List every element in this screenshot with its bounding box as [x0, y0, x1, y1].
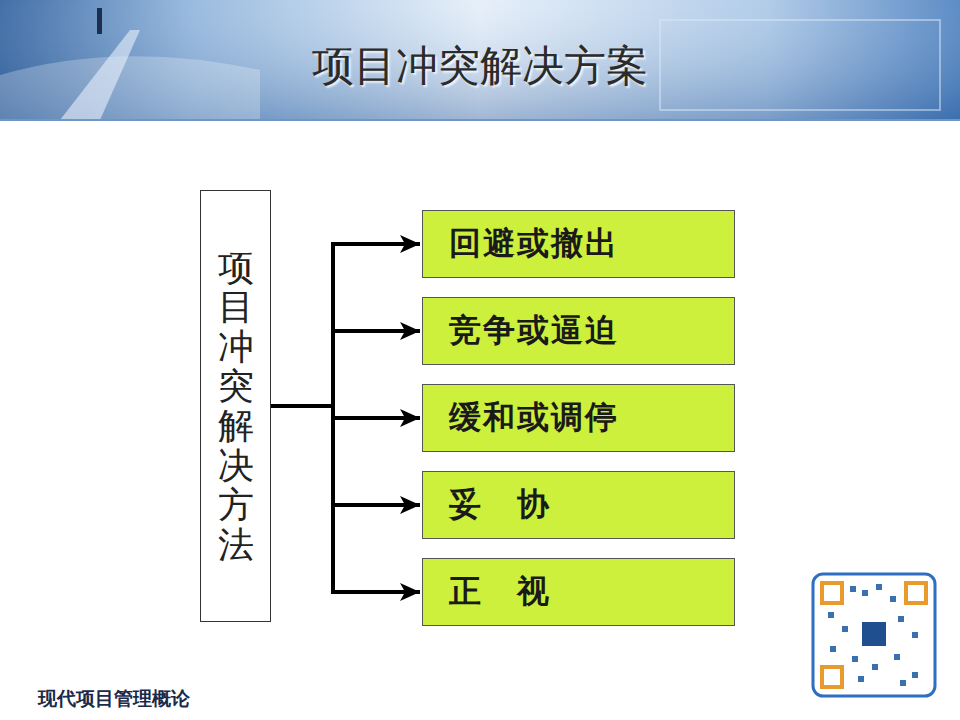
slide-title: 项目冲突解决方案 [0, 38, 960, 94]
strategy-label: 回避或撤出 [449, 222, 619, 266]
footer-label: 现代项目管理概论 [38, 686, 190, 712]
branch-arrow [271, 406, 420, 592]
strategy-label: 竞争或逼迫 [449, 309, 619, 353]
method-box: 项目冲突解决方法 [200, 190, 271, 622]
strategy-label: 妥 协 [449, 483, 551, 527]
branch-arrow [271, 331, 420, 406]
strategy-box: 缓和或调停 [422, 384, 735, 452]
strategy-box: 竞争或逼迫 [422, 297, 735, 365]
vertical-label: 项目冲突解决方法 [218, 248, 254, 565]
strategy-box: 妥 协 [422, 471, 735, 539]
strategy-label: 正 视 [449, 570, 551, 614]
branch-arrow [271, 406, 420, 505]
strategy-box: 回避或撤出 [422, 210, 735, 278]
strategy-label: 缓和或调停 [449, 396, 619, 440]
qr-code [813, 574, 935, 696]
branch-arrow [271, 244, 420, 406]
strategy-box: 正 视 [422, 558, 735, 626]
